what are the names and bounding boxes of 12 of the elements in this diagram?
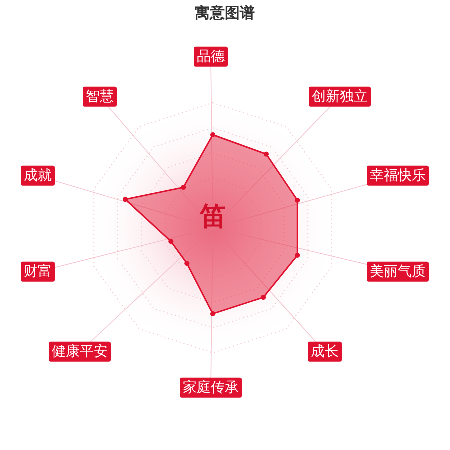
center-character: 笛 [200,201,226,234]
axis-label: 财富 [21,262,55,282]
axis-label: 家庭传承 [180,378,242,398]
axis-label: 创新独立 [309,86,371,108]
axis-label: 品德 [194,46,228,68]
chart-title: 寓意图谱 [194,4,256,23]
axis-label: 成长 [308,342,342,362]
axis-label: 健康平安 [49,342,111,362]
axis-label: 成就 [21,166,55,186]
axis-label: 智慧 [83,86,117,108]
axis-label: 幸福快乐 [367,166,429,186]
axis-label: 美丽气质 [367,262,429,282]
